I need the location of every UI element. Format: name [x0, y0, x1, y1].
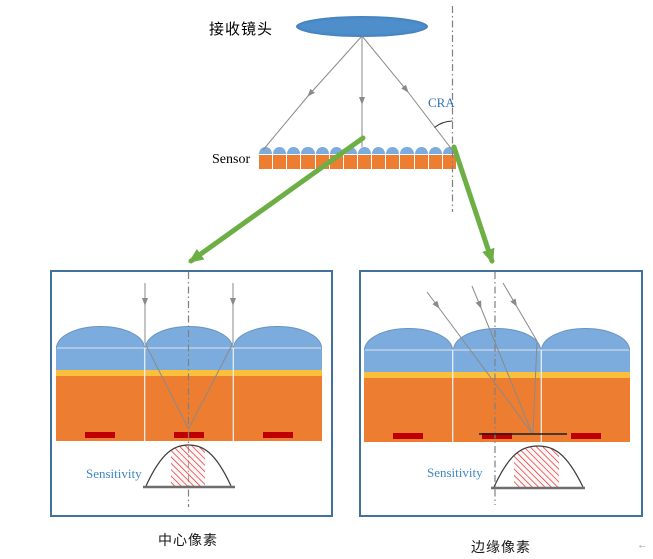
sensor-cell-row — [259, 147, 456, 170]
photodiode-block — [287, 155, 301, 169]
photodiode-block — [414, 155, 428, 169]
photodiode-block — [315, 155, 329, 169]
cra-angle-arc — [434, 120, 453, 128]
lens-body-layer — [452, 350, 542, 372]
photodiode-block — [357, 155, 372, 169]
photodiode-bar — [174, 432, 204, 438]
microlens-dome-icon — [364, 328, 453, 350]
sensor-cell — [428, 147, 442, 170]
sensitivity-label-center: Sensitivity — [86, 466, 142, 481]
photodiode-block — [428, 155, 442, 169]
silicon-layer — [56, 376, 145, 441]
lens-rays — [262, 35, 454, 152]
lens-ellipse-icon — [296, 16, 428, 37]
pixel-cell-row — [56, 326, 323, 441]
microlens-dome-icon — [144, 326, 234, 348]
microlens-icon — [273, 147, 287, 154]
sensor-cell — [372, 147, 386, 170]
microlens-icon — [428, 147, 442, 154]
microlens-icon — [315, 147, 329, 154]
caption-edge-pixel: 边缘像素 — [471, 540, 531, 556]
pixel-cell — [144, 326, 234, 441]
sensor-cell — [315, 147, 329, 170]
microlens-dome-icon — [452, 328, 542, 350]
microlens-icon — [400, 147, 414, 154]
photodiode-bar — [393, 433, 424, 439]
sensor-cell — [343, 147, 357, 170]
corner-artifact: ← — [637, 539, 648, 551]
color-filter-layer — [541, 372, 631, 378]
sensor-cell — [400, 147, 414, 170]
pixel-cell — [452, 328, 542, 442]
microlens-dome-icon — [233, 326, 323, 348]
microlens-icon — [259, 147, 273, 154]
silicon-layer — [233, 376, 323, 441]
sensor-cell — [301, 147, 315, 170]
photodiode-bar — [85, 432, 116, 438]
lens-body-layer — [364, 350, 453, 372]
microlens-icon — [301, 147, 315, 154]
microlens-icon — [287, 147, 301, 154]
microlens-icon — [329, 147, 343, 154]
photodiode-bar — [262, 432, 293, 438]
color-filter-layer — [364, 372, 453, 378]
photodiode-bar — [570, 433, 601, 439]
sensor-cell — [259, 147, 273, 170]
photodiode-block — [372, 155, 386, 169]
photodiode-block — [301, 155, 315, 169]
microlens-icon — [343, 147, 357, 154]
sensor-cell — [442, 147, 456, 170]
silicon-layer — [364, 378, 453, 442]
color-filter-layer — [56, 370, 145, 376]
color-filter-layer — [233, 370, 323, 376]
photodiode-block — [442, 155, 456, 169]
sensor-cell — [287, 147, 301, 170]
microlens-icon — [357, 147, 372, 154]
sensitivity-label-edge: Sensitivity — [427, 465, 483, 480]
microlens-icon — [414, 147, 428, 154]
pixel-cell — [233, 326, 323, 441]
silicon-layer — [452, 378, 542, 442]
lens-body-layer — [144, 348, 234, 370]
microlens-dome-icon — [541, 328, 631, 350]
pixel-cell — [541, 328, 631, 442]
pixel-cell — [56, 326, 145, 441]
sensor-label: Sensor — [212, 152, 251, 167]
microlens-icon — [386, 147, 400, 154]
sensor-cell — [386, 147, 400, 170]
microlens-dome-icon — [56, 326, 145, 348]
photodiode-block — [343, 155, 357, 169]
sensor-cell — [329, 147, 343, 170]
silicon-layer — [541, 378, 631, 442]
lens-body-layer — [233, 348, 323, 370]
lens-label: 接收镜头 — [209, 20, 274, 38]
zoom-arrow-edge — [451, 144, 495, 265]
caption-center-pixel: 中心像素 — [158, 533, 218, 549]
sensor-cell — [273, 147, 287, 170]
photodiode-block — [259, 155, 273, 169]
photodiode-bar — [482, 433, 512, 439]
lens-body-layer — [541, 350, 631, 372]
photodiode-block — [400, 155, 414, 169]
photodiode-block — [329, 155, 343, 169]
sensor-cell — [414, 147, 428, 170]
pixel-cell-row — [364, 328, 631, 442]
cra-label: CRA — [428, 95, 455, 110]
photodiode-block — [386, 155, 400, 169]
microlens-icon — [442, 147, 456, 154]
photodiode-block — [273, 155, 287, 169]
pixel-cell — [364, 328, 453, 442]
microlens-icon — [372, 147, 386, 154]
sensor-cell — [357, 147, 372, 170]
silicon-layer — [144, 376, 234, 441]
lens-body-layer — [56, 348, 145, 370]
